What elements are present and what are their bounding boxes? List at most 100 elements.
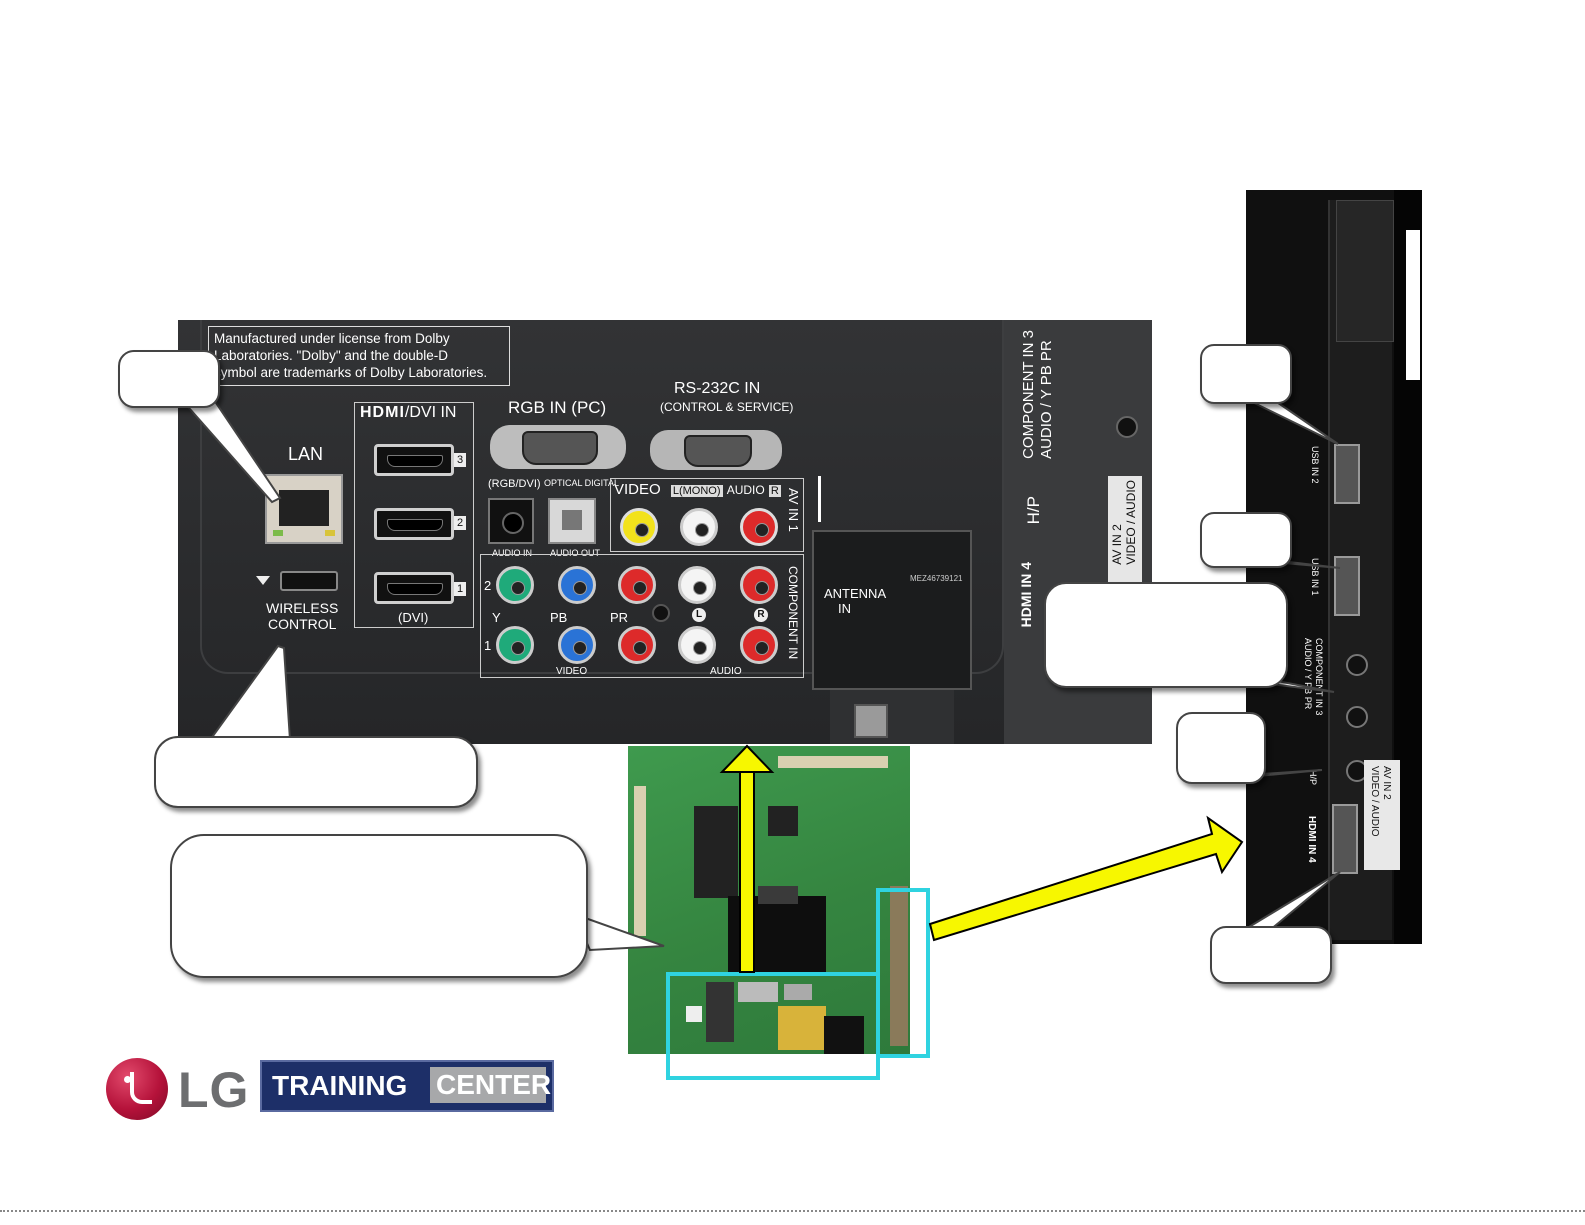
lan-led-green (273, 530, 283, 536)
center-text: CENTER (436, 1069, 552, 1100)
rear-av-in-2-title: AV IN 2 (1110, 524, 1124, 565)
r-label: R (768, 485, 781, 497)
board-connector-top (778, 756, 888, 768)
rear-av-in-2-sub: VIDEO / AUDIO (1124, 480, 1138, 565)
rs232c-label: RS-232C IN (674, 380, 761, 397)
bottom-dashed-border (0, 1210, 1585, 1212)
rear-connectors-highlight-box (666, 972, 880, 1080)
component2-pb-jack (558, 566, 596, 604)
antenna-part-number: MEZ46739121 (910, 574, 963, 583)
audio-in-jack-hole (502, 512, 524, 534)
side-usb-in-1-port (1334, 556, 1360, 616)
side-top-clip (1336, 200, 1394, 342)
side-usb-in-2-port (1334, 444, 1360, 504)
component1-pb-jack (558, 626, 596, 664)
side-hdmi-in-4-label: HDMI IN 4 (1306, 816, 1317, 863)
usb-in-1-callout (1200, 512, 1292, 568)
antenna-in-label-line1: ANTENNA (824, 586, 887, 601)
av1-audio-r-jack (740, 508, 778, 546)
component1-audio-l-jack (678, 626, 716, 664)
audio-out-label: AUDIO OUT (550, 548, 601, 558)
rs232c-port (650, 430, 782, 470)
dolby-notice-line2: Laboratories. "Dolby" and the double-D (214, 348, 448, 363)
video-label: VIDEO (614, 481, 661, 498)
center-badge: CENTER (430, 1067, 551, 1103)
side-av-in-2-title: AV IN 2 (1381, 766, 1392, 800)
board-rgb-connector (738, 982, 778, 1002)
component2-y-jack (496, 566, 534, 604)
component-pb-label: PB (550, 610, 568, 625)
lan-port-socket (279, 490, 329, 526)
board-rca-block (778, 1006, 826, 1050)
lan-callout (118, 350, 220, 408)
av-in-1-header: VIDEO L(MONO) AUDIO R (614, 481, 781, 498)
hdmi-port-1 (374, 572, 454, 604)
hdmi-dvi-label: (DVI) (398, 610, 429, 625)
audio-in-label: AUDIO IN (492, 548, 533, 558)
optical-digital-label: OPTICAL DIGITAL (544, 478, 620, 488)
rgb-in-socket (522, 431, 598, 465)
hdmi-port-3 (374, 444, 454, 476)
main-board-photo (628, 746, 910, 1054)
antenna-marker-line (818, 476, 821, 522)
optical-out-port (548, 498, 596, 544)
hdmi-number-2: 2 (454, 516, 466, 530)
rear-component-in-3-sub: AUDIO / Y PB PR (1038, 340, 1055, 459)
component1-y-jack (496, 626, 534, 664)
rgb-dvi-label: (RGB/DVI) (488, 478, 541, 490)
wireless-control-triangle-icon (256, 576, 270, 585)
component-in-frame (480, 554, 804, 678)
av1-audio-l-jack (680, 508, 718, 546)
training-center-banner: TRAINING CENTER (260, 1060, 554, 1112)
hdmi-port-2 (374, 508, 454, 540)
board-lan-connector (686, 1006, 702, 1022)
av1-video-jack (620, 508, 658, 546)
av-in-1-label: AV IN 1 (786, 488, 801, 532)
component2-pr-jack (618, 566, 656, 604)
rear-av-in-2-label: AV IN 2 VIDEO / AUDIO (1110, 480, 1138, 565)
lg-face-logo-icon (106, 1058, 168, 1120)
rear-hp-label: H/P (1024, 496, 1043, 525)
side-component-jack-2 (1346, 706, 1368, 728)
antenna-in-label-line2: IN (838, 601, 851, 616)
side-av-in-2-sub: VIDEO / AUDIO (1369, 766, 1380, 837)
wireless-control-label-line2: CONTROL (267, 616, 337, 632)
dolby-notice-line1: Manufactured under license from Dolby (214, 331, 450, 346)
hdmi-in-4-callout (1210, 926, 1332, 984)
component-audio-label: AUDIO (710, 666, 742, 677)
component-row-2-label: 2 (484, 578, 492, 593)
hdmi-logo: HDMI (360, 404, 405, 421)
rear-screw (1116, 416, 1138, 438)
audio-in-jack (488, 498, 534, 544)
lan-label: LAN (288, 444, 324, 464)
usb-in-2-callout (1200, 344, 1292, 404)
rs232c-socket (684, 435, 752, 467)
antenna-module: ANTENNA IN MEZ46739121 (812, 530, 972, 690)
wireless-control-port (280, 571, 338, 591)
rear-av-in-2-tab: AV IN 2 VIDEO / AUDIO (1108, 476, 1142, 596)
board-chip-1 (758, 886, 798, 904)
main-board-callout (170, 834, 588, 978)
component-row-1-label: 1 (484, 638, 492, 653)
rgb-in-port (490, 425, 626, 469)
hdmi-group-frame (354, 402, 474, 628)
optical-out-socket (562, 510, 582, 530)
side-hdmi-in-4-port (1332, 804, 1358, 874)
side-panel-white-strip (1406, 230, 1420, 380)
hdmi-dvi-in-label: /DVI IN (404, 404, 457, 421)
rear-component-in-3-label: COMPONENT IN 3 AUDIO / Y PB PR (1020, 330, 1056, 459)
component-l-circle-label: L (692, 608, 706, 622)
component-center-screw (652, 604, 670, 622)
component-in-label: COMPONENT IN (786, 566, 800, 660)
dolby-notice: Manufactured under license from Dolby La… (208, 326, 510, 386)
lg-training-center-logo: LG TRAINING CENTER (106, 1058, 556, 1122)
antenna-connector (830, 690, 954, 744)
side-av-in-2-label: AV IN 2 VIDEO / AUDIO (1368, 766, 1392, 837)
side-av-in-2-tab: AV IN 2 VIDEO / AUDIO (1364, 760, 1400, 870)
audio-label: AUDIO (726, 483, 765, 497)
side-connectors-highlight-box (876, 888, 930, 1058)
hdmi-group-title: HDMI/DVI IN (360, 404, 456, 422)
component2-audio-r-jack (740, 566, 778, 604)
wireless-control-callout (154, 736, 478, 808)
